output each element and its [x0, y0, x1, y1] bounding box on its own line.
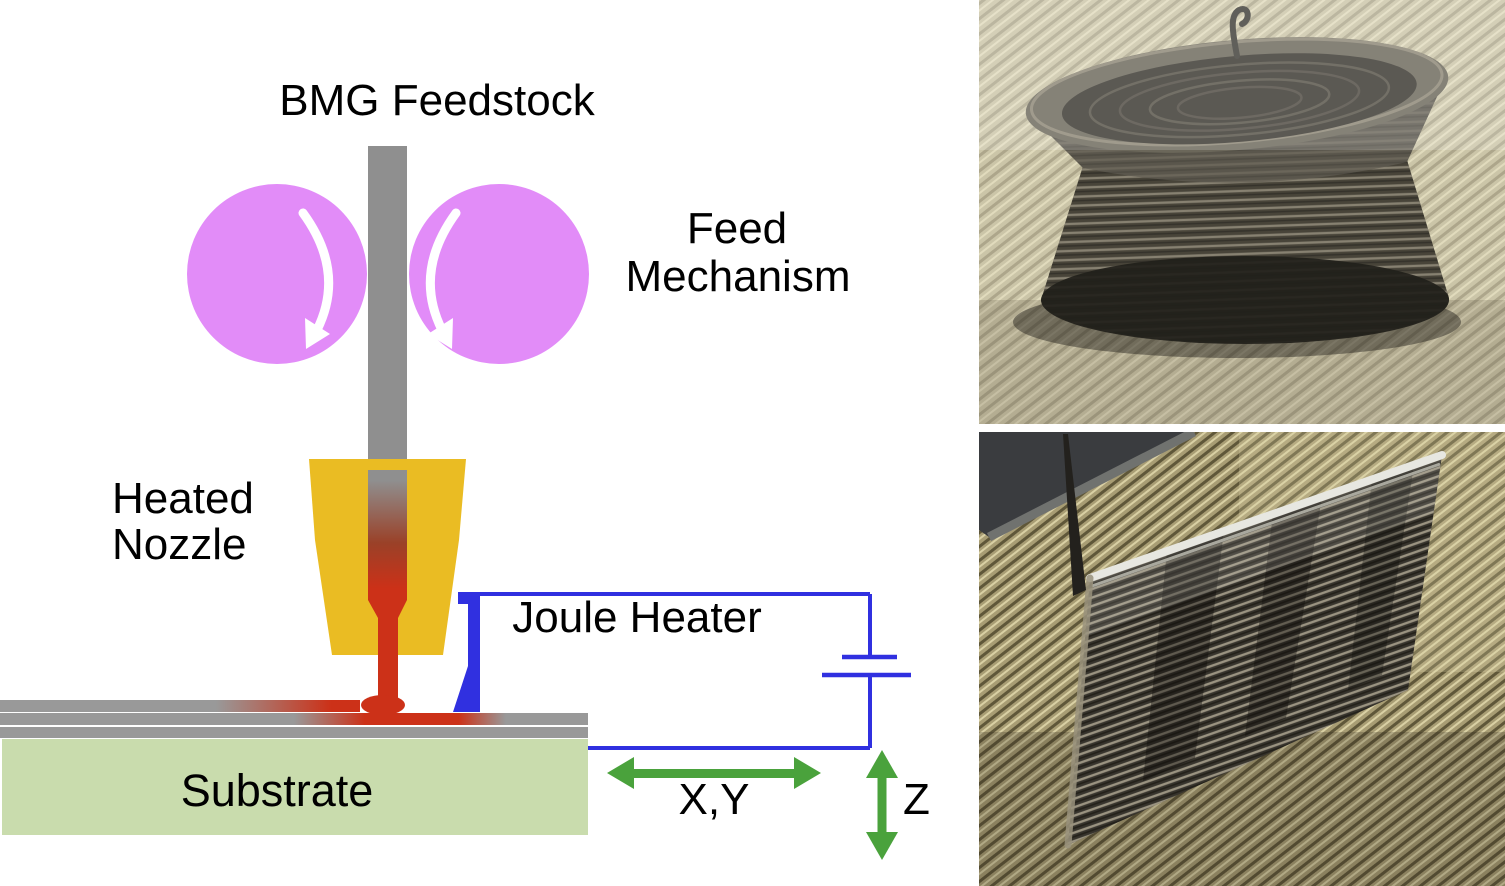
label-feed-mechanism-line1: Feed [687, 204, 787, 253]
background-plate-edge [986, 432, 1197, 542]
photo-printed-wall [979, 432, 1505, 886]
rotation-arrows [298, 208, 461, 349]
motion-arrows [607, 750, 898, 860]
wall-shadow-band [1348, 465, 1414, 690]
label-substrate: Substrate [181, 765, 374, 816]
printed-layer-middle [0, 713, 588, 725]
melt-pool-blob [361, 695, 405, 715]
printed-layer-top [0, 700, 360, 712]
printed-wall-left-edge [1064, 574, 1094, 849]
schematic-diagram: BMG Feedstock Feed Mechanism Heated Nozz… [0, 76, 930, 860]
rotation-arrowhead-right-icon [428, 318, 453, 349]
joule-heater-circuit [453, 592, 911, 750]
wall-shadow-band [1245, 497, 1322, 736]
electrode-hook [458, 592, 480, 604]
rotation-arrowhead-left-icon [305, 318, 330, 349]
wall-sheen [1084, 455, 1442, 637]
printed-wall-top-edge [1086, 451, 1446, 582]
label-heated-nozzle-line2: Nozzle [112, 520, 247, 569]
feed-rollers [187, 184, 589, 364]
cup-start-strand-hook [1229, 6, 1251, 59]
feed-roller-right [409, 184, 589, 364]
wall-start-spike [1063, 434, 1086, 596]
substrate-block [2, 739, 588, 835]
label-heated-nozzle-line1: Heated [112, 474, 254, 523]
label-xy-axis: X,Y [679, 775, 750, 824]
cup-interior-ring [1176, 85, 1303, 120]
circuit-wires [480, 592, 911, 750]
printed-wall-top-edge-shade [1091, 462, 1441, 588]
wall-shadow-band [1143, 531, 1224, 781]
rotation-arrow-right-icon [425, 208, 461, 335]
electrode [453, 592, 480, 712]
z-motion-arrow-icon [866, 750, 898, 860]
cup-interior-ring [1148, 78, 1331, 126]
label-bmg-feedstock: BMG Feedstock [279, 76, 595, 125]
rotation-arrow-left-icon [298, 208, 334, 335]
electrode-stem [453, 604, 480, 712]
molten-strand [368, 470, 407, 702]
printed-layer-bottom [0, 727, 588, 738]
cup-photo-blur-overlay [979, 0, 1505, 150]
cup-interior-ring [1118, 69, 1361, 132]
cup-base-band [1041, 256, 1449, 344]
label-joule-heater: Joule Heater [512, 593, 761, 642]
cup-rim-group [1025, 37, 1449, 153]
feed-roller-left [187, 184, 367, 364]
xy-motion-arrow-icon [607, 757, 821, 789]
cup-interior-ring [1088, 61, 1391, 139]
label-z-axis: Z [903, 775, 930, 824]
printed-layers [0, 700, 588, 738]
label-feed-mechanism-line2: Mechanism [626, 252, 851, 301]
photo-printed-cup [979, 0, 1505, 424]
diagram-labels: BMG Feedstock Feed Mechanism Heated Nozz… [112, 76, 930, 824]
